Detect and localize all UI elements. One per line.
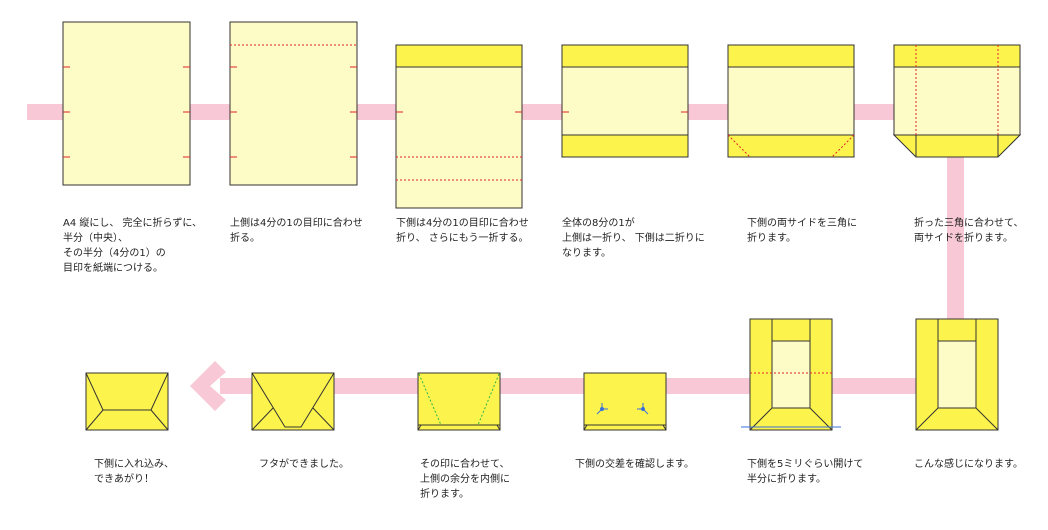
- step-8-caption: 下側を5ミリぐらい開けて 半分に折ります。: [747, 459, 864, 485]
- step-6-caption: 折った三角に合わせて、 両サイドを折ります。: [914, 218, 1024, 244]
- step-9-figure: [583, 372, 667, 431]
- step-11-figure: [251, 372, 335, 431]
- step-3-figure: [395, 44, 523, 209]
- step-6-figure: [892, 44, 1022, 158]
- flow-arrow-head: [190, 361, 226, 411]
- step-2-figure: [229, 21, 358, 186]
- step-1-figure: [62, 21, 191, 186]
- step-12-caption: 下側に入れ込み、 できあがり！: [94, 459, 174, 485]
- step-1-caption: A4 縦にし、 完全に折らずに、 半分（中央）、 その半分（4分の1）の 目印を…: [63, 218, 203, 274]
- step-4-caption: 全体の8分の1が 上側は一折り、 下側は二折りに なります。: [562, 218, 705, 259]
- step-7-caption: こんな感じになります。: [914, 459, 1023, 470]
- step-4-figure: [561, 44, 689, 158]
- step-11-caption: フタができました。: [259, 459, 349, 470]
- step-2-caption: 上側は4分の1の目印に合わせ 折る。: [230, 218, 363, 244]
- step-10-caption: その印に合わせて、 上側の余分を内側に 折ります。: [420, 459, 510, 500]
- step-5-caption: 下側の両サイドを三角に 折ります。: [747, 218, 857, 244]
- crossing-mark-icon: [596, 403, 608, 415]
- step-10-figure: [417, 372, 501, 431]
- crossing-mark-icon: [637, 403, 649, 415]
- step-7-figure: [915, 318, 999, 431]
- step-3-caption: 下側は4分の1の目印に合わせ 折り、 さらにもう一折する。: [396, 218, 529, 244]
- step-5-figure: [727, 44, 855, 158]
- step-9-caption: 下側の交差を確認します。: [575, 459, 694, 470]
- step-8-figure: [741, 318, 841, 431]
- step-12-figure: [85, 372, 169, 431]
